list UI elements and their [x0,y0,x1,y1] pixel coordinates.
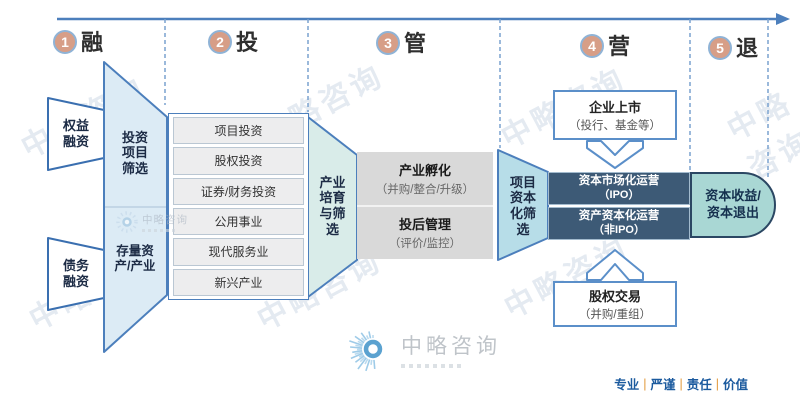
incubation-title: 产业孵化 [398,162,451,178]
equity-financing-label: 权益 融资 [62,118,89,149]
slogan-item: 价值 [722,378,748,392]
slogan-item: 责任 [686,378,712,392]
stage-circle-4: 4 [580,34,604,58]
management-box: 产业孵化 （并购/整合/升级） 投后管理 （评价/监控） [357,152,493,259]
incubation-subtitle: （并购/整合/升级） [375,183,475,196]
post-investment-title: 投后管理 [398,217,451,233]
stage-circle-2: 2 [208,30,232,54]
investment-type-row: 项目投资 [173,117,304,145]
stage-label-operating: 营 [608,34,631,59]
asset-capitalization-box: 资产资本化运营 （非IPO） [548,207,690,240]
capital-market-operation-title: 资本市场化运营 [578,175,660,187]
funnel-screening-label: 投资 项目 筛选 [121,129,148,176]
asset-capitalization-title: 资产资本化运营 [578,210,660,222]
post-investment-section: 投后管理 （评价/监控） [357,206,493,259]
investment-type-row: 新兴产业 [173,268,304,296]
capital-market-operation-box: 资本市场化运营 （IPO） [548,172,690,205]
sunburst-icon [116,211,138,233]
investment-type-row: 股权投资 [173,147,304,175]
watermark-text: 中略咨询 [722,86,800,186]
stage-label-managing: 管 [404,31,427,56]
company-listing-sub: （投行、基金等） [569,120,661,132]
debt-financing-label: 债务 融资 [62,258,89,289]
sunburst-icon [349,331,383,372]
logo-text: 中略咨询 [401,335,501,358]
stage-label-exiting: 退 [736,36,759,61]
company-listing-title: 企业上市 [588,100,641,115]
stage-label-financing: 融 [81,30,104,55]
investment-type-row: 公用事业 [173,207,304,236]
stage-label-investing: 投 [236,30,259,55]
stage-circle-5: 5 [708,36,732,60]
company-logo: 中略咨询 [335,322,501,376]
asset-capitalization-sub: （非IPO） [593,223,645,236]
logo-tagline [401,364,501,368]
down-block-arrow-icon [586,140,644,169]
industry-incubation-section: 产业孵化 （并购/整合/升级） [357,152,493,205]
industry-cultivation-label: 产业 培育 与筛 选 [319,174,346,237]
investment-types-panel: 项目投资 股权投资 证券/财务投资 公用事业 现代服务业 新兴产业 [168,113,309,300]
stage-circle-1: 1 [53,30,77,54]
slogan-separator: | [715,376,719,391]
funnel-stock-assets-label: 存量资 产/产业 [114,244,156,273]
slogan-separator: | [643,376,647,391]
post-investment-subtitle: （评价/监控） [388,238,462,251]
slogan: 专业 | 严谨 | 责任 | 价值 [614,374,748,393]
slogan-item: 专业 [614,378,640,392]
investment-type-row: 证券/财务投资 [173,177,304,205]
inline-watermark-tagline [142,229,188,232]
timeline-arrow-icon [776,13,790,25]
slogan-item: 严谨 [650,378,676,392]
equity-trade-sub: （并购/重组） [578,309,652,321]
capital-market-operation-sub: （IPO） [598,188,640,201]
stage-circle-3: 3 [376,31,400,55]
company-listing-box: 企业上市 （投行、基金等） [553,90,677,140]
equity-trade-box: 股权交易 （并购/重组） [553,281,677,327]
capital-exit-capsule: 资本收益/ 资本退出 [690,172,776,238]
slogan-separator: | [679,376,683,391]
equity-trade-title: 股权交易 [588,289,641,304]
investment-type-row: 现代服务业 [173,238,304,266]
project-capitalization-label: 项目 资本 化筛 选 [509,174,536,237]
inline-watermark-logo: 中略咨询 [112,209,188,235]
inline-watermark-logo-text: 中略咨询 [142,214,188,226]
